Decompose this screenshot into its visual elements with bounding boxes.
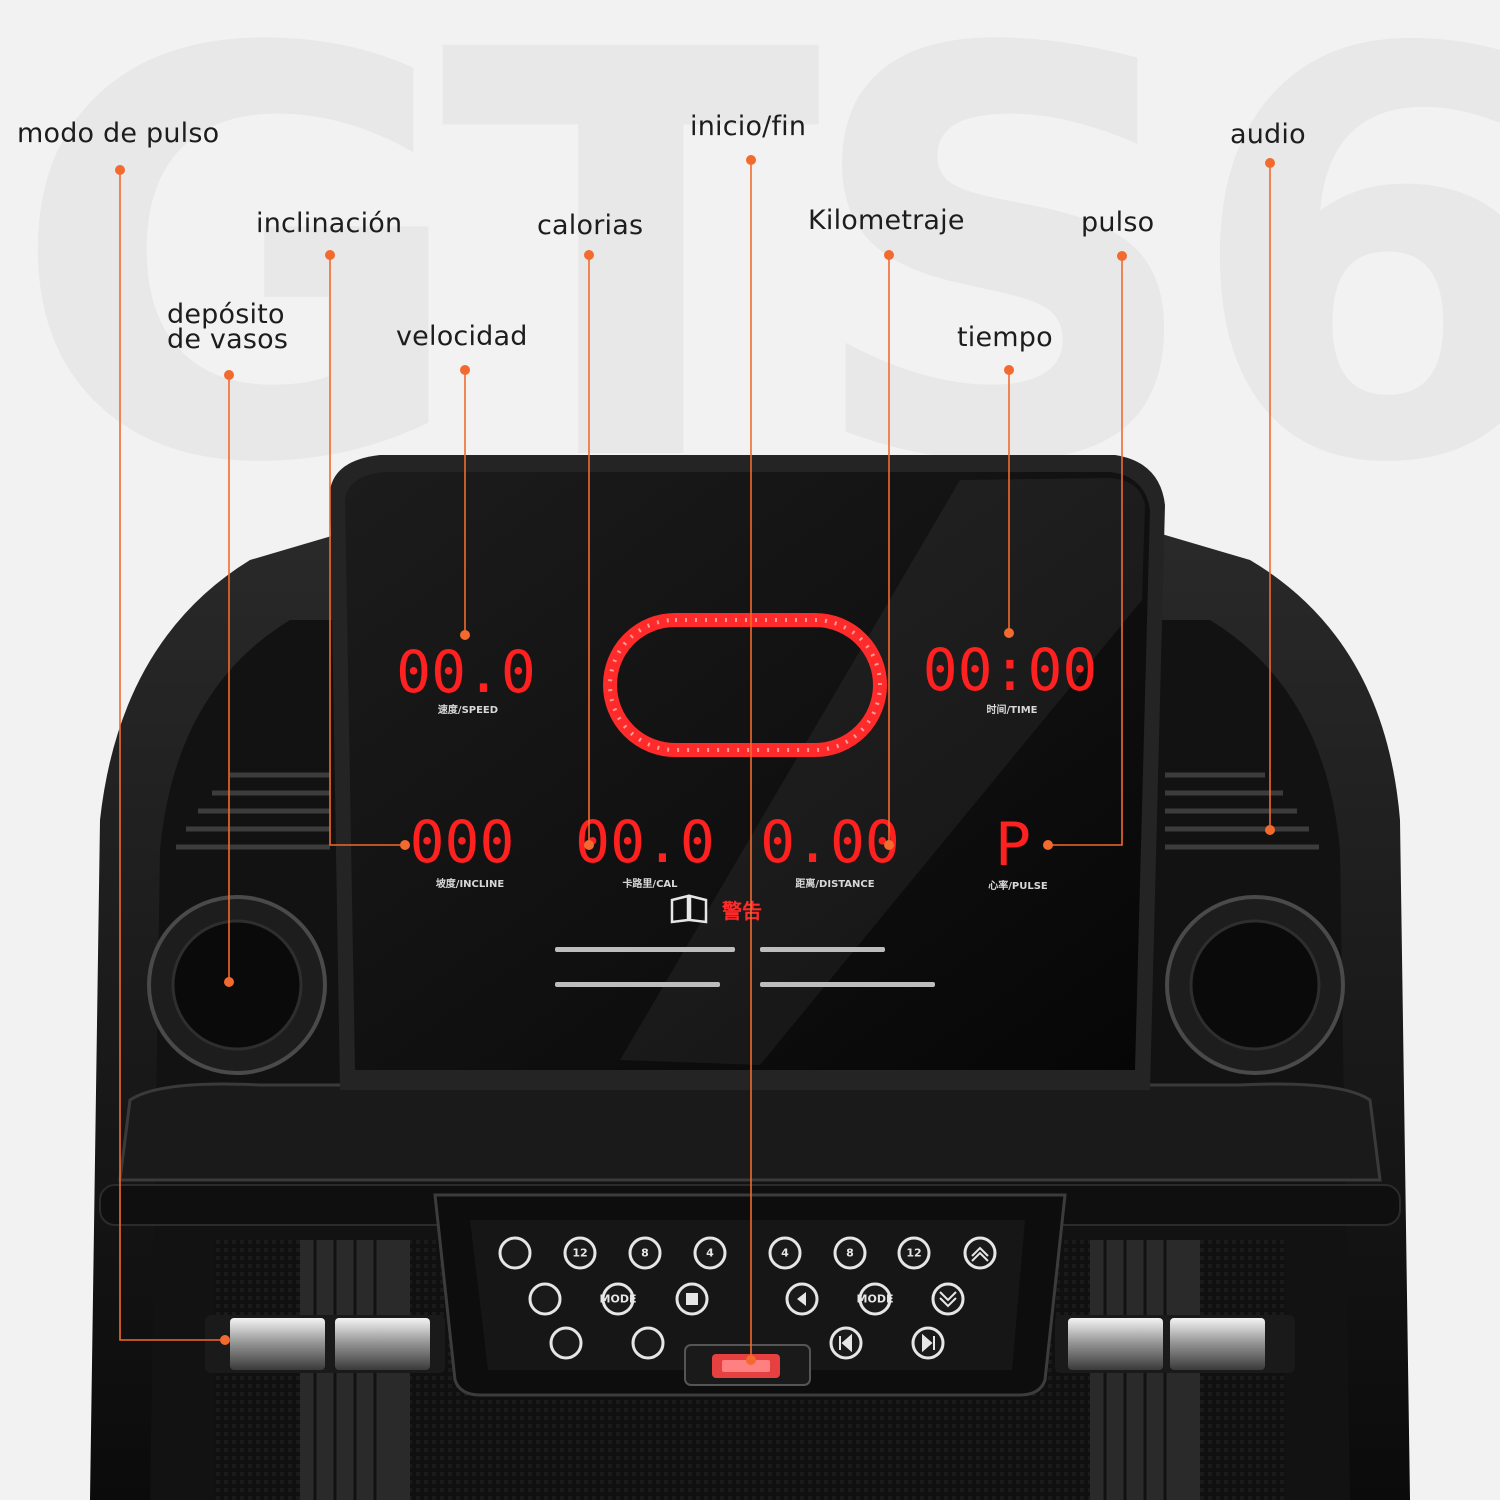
speed-8-button[interactable]: 8 <box>833 1236 867 1270</box>
label-inicio-fin: inicio/fin <box>690 111 807 142</box>
warning-title: 警告 <box>722 899 762 923</box>
svg-text:MODE: MODE <box>600 1293 637 1306</box>
incline-12-button[interactable]: 12 <box>563 1236 597 1270</box>
keypad-row-3 <box>549 1326 945 1360</box>
callout-lines <box>119 160 1271 1360</box>
volume-down-button[interactable] <box>549 1326 583 1360</box>
distance-value: 0.00 <box>760 808 900 876</box>
label-deposito-de-vasos: depósito de vasos <box>167 299 289 355</box>
label-deposito-line-1: depósito <box>167 299 285 330</box>
label-kilometraje: Kilometraje <box>808 205 965 236</box>
callout-dots <box>115 155 1275 1365</box>
label-audio: audio <box>1230 119 1306 150</box>
start-stop-icon[interactable] <box>684 1344 811 1386</box>
calories-value: 00.0 <box>575 808 715 876</box>
svg-text:4: 4 <box>781 1247 789 1260</box>
keypad-row-1: 12 8 4 4 8 12 <box>498 1236 997 1270</box>
pulse-value: P <box>995 810 1031 880</box>
previous-button[interactable] <box>829 1326 863 1360</box>
keypad-row-2: MODE MODE <box>528 1282 965 1316</box>
speed-caption: 速度/SPEED <box>438 703 498 716</box>
incline-caption: 坡度/INCLINE <box>436 877 505 890</box>
stop-button[interactable] <box>675 1282 709 1316</box>
incline-up-button[interactable] <box>498 1236 532 1270</box>
incline-value: 000 <box>410 808 515 876</box>
mode-right-button[interactable]: MODE <box>857 1282 894 1316</box>
label-calorias: calorias <box>537 210 644 241</box>
play-button[interactable] <box>785 1282 819 1316</box>
svg-text:MODE: MODE <box>857 1293 894 1306</box>
time-caption: 时间/TIME <box>987 703 1038 716</box>
label-tiempo: tiempo <box>957 322 1053 353</box>
speed-value: 00.0 <box>396 638 536 706</box>
manual-icon <box>670 894 708 924</box>
label-inclinacion: inclinación <box>256 208 403 239</box>
label-pulso: pulso <box>1081 207 1155 238</box>
mode-left-button[interactable]: MODE <box>600 1282 637 1316</box>
next-button[interactable] <box>911 1326 945 1360</box>
time-value: 00:00 <box>923 636 1098 704</box>
label-velocidad: velocidad <box>396 321 528 352</box>
speaker-icon <box>176 772 1319 850</box>
speed-12-button[interactable]: 12 <box>897 1236 931 1270</box>
incline-down-button[interactable] <box>528 1282 562 1316</box>
svg-text:12: 12 <box>572 1247 587 1260</box>
svg-text:8: 8 <box>846 1247 854 1260</box>
distance-caption: 距离/DISTANCE <box>795 877 874 890</box>
calories-caption: 卡路里/CAL <box>622 877 678 890</box>
cup-holder-icon <box>147 895 1345 1075</box>
incline-4-button[interactable]: 4 <box>693 1236 727 1270</box>
svg-text:8: 8 <box>641 1247 649 1260</box>
svg-text:4: 4 <box>706 1247 714 1260</box>
warning-text <box>555 947 935 987</box>
svg-text:12: 12 <box>906 1247 921 1260</box>
pulse-sensor-icon[interactable] <box>205 1315 1295 1373</box>
speed-up-button[interactable] <box>963 1236 997 1270</box>
speed-down-button[interactable] <box>931 1282 965 1316</box>
pulse-caption: 心率/PULSE <box>988 879 1048 892</box>
speed-4-button[interactable]: 4 <box>768 1236 802 1270</box>
label-deposito-line-2: de vasos <box>167 324 289 355</box>
label-modo-de-pulso: modo de pulso <box>17 118 220 149</box>
volume-up-button[interactable] <box>631 1326 665 1360</box>
incline-8-button[interactable]: 8 <box>628 1236 662 1270</box>
